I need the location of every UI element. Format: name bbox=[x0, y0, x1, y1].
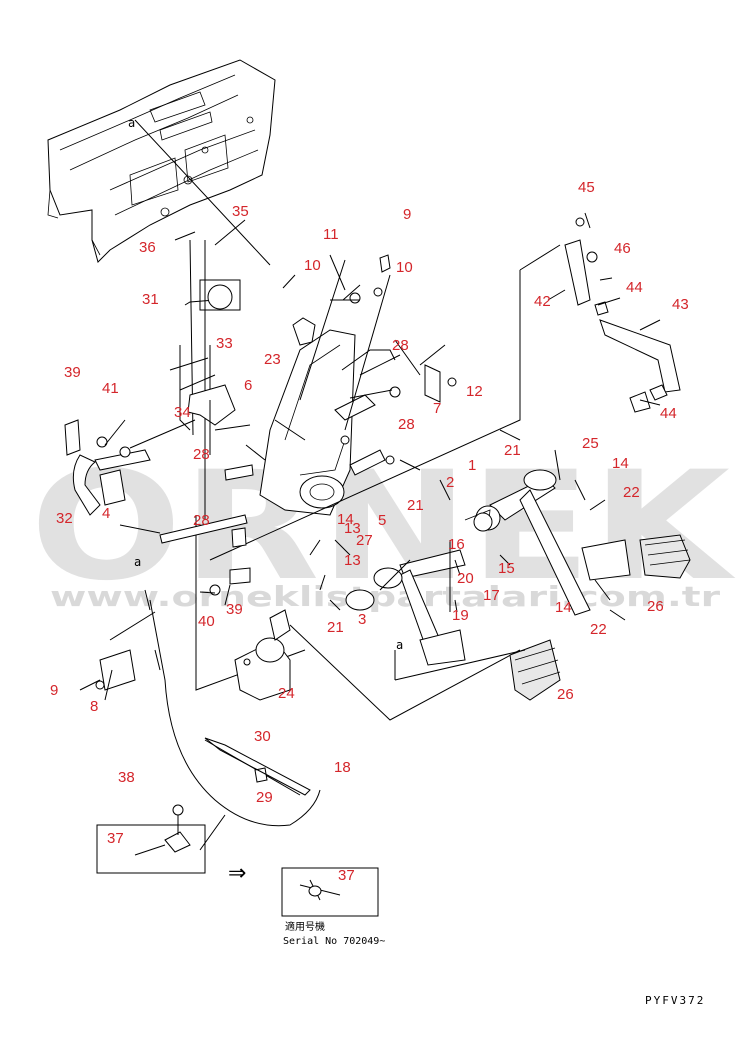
part-number-10-right: 10 bbox=[396, 259, 413, 276]
part-number-15: 15 bbox=[498, 560, 515, 577]
part-number-19: 19 bbox=[452, 607, 469, 624]
part-number-20: 20 bbox=[457, 570, 474, 587]
part-number-32: 32 bbox=[56, 510, 73, 527]
part-number-16: 16 bbox=[448, 536, 465, 553]
serial-note-label: 適用号機 bbox=[285, 920, 325, 933]
part-number-18: 18 bbox=[334, 759, 351, 776]
part-number-9-left: 9 bbox=[50, 682, 58, 699]
part-number-35: 35 bbox=[232, 203, 249, 220]
master-cylinder bbox=[234, 609, 291, 701]
part-number-37-upper: 37 bbox=[107, 830, 124, 847]
part-number-14-right-upper: 14 bbox=[612, 455, 629, 472]
part-number-33: 33 bbox=[216, 335, 233, 352]
part-number-10-left: 10 bbox=[304, 257, 321, 274]
part-number-8: 8 bbox=[90, 698, 98, 715]
part-number-38: 38 bbox=[118, 769, 135, 786]
part-number-39-center: 39 bbox=[226, 601, 243, 618]
clutch-pedal bbox=[345, 509, 561, 701]
part-number-3: 3 bbox=[358, 611, 366, 628]
serial-note-text: Serial No 702049~ bbox=[283, 936, 385, 947]
part-number-28-a: 28 bbox=[392, 337, 409, 354]
part-number-26-lower: 26 bbox=[557, 686, 574, 703]
part-number-46: 46 bbox=[614, 240, 631, 257]
part-number-13-lower: 13 bbox=[344, 552, 361, 569]
assembly-drawing bbox=[47, 59, 691, 917]
pedal-bracket bbox=[259, 254, 457, 516]
part-number-25: 25 bbox=[582, 435, 599, 452]
part-number-12: 12 bbox=[466, 383, 483, 400]
part-number-22-upper: 22 bbox=[623, 484, 640, 501]
part-number-26-right: 26 bbox=[647, 598, 664, 615]
part-number-27: 27 bbox=[356, 532, 373, 549]
part-number-31: 31 bbox=[142, 291, 159, 308]
part-number-44-upper: 44 bbox=[626, 279, 643, 296]
part-number-21-bottom: 21 bbox=[327, 619, 344, 636]
part-number-29: 29 bbox=[256, 789, 273, 806]
part-number-1: 1 bbox=[468, 457, 476, 474]
part-number-17: 17 bbox=[483, 587, 500, 604]
part-number-22-lower: 22 bbox=[590, 621, 607, 638]
part-number-45: 45 bbox=[578, 179, 595, 196]
brake-pedal bbox=[475, 469, 691, 616]
part-number-13-upper: 13 bbox=[344, 520, 361, 537]
callout-letter-a-pedal: a bbox=[396, 638, 403, 652]
part-number-14-right-lower: 14 bbox=[555, 599, 572, 616]
part-number-30: 30 bbox=[254, 728, 271, 745]
part-number-9-top: 9 bbox=[403, 206, 411, 223]
part-number-39-left: 39 bbox=[64, 364, 81, 381]
part-number-41: 41 bbox=[102, 380, 119, 397]
arrow-right-icon: ⇒ bbox=[228, 861, 246, 886]
part-number-11: 11 bbox=[323, 226, 339, 243]
part-number-7: 7 bbox=[433, 400, 441, 417]
part-number-34: 34 bbox=[174, 404, 191, 421]
part-number-21-top: 21 bbox=[504, 442, 521, 459]
floor-frame bbox=[47, 59, 276, 263]
part-number-2: 2 bbox=[446, 474, 454, 491]
part-number-43: 43 bbox=[672, 296, 689, 313]
part-number-24: 24 bbox=[278, 685, 295, 702]
part-number-14-center: 14 bbox=[337, 511, 354, 528]
callout-letter-a-frame: a bbox=[128, 116, 135, 130]
part-number-6: 6 bbox=[244, 377, 252, 394]
part-number-44-lower: 44 bbox=[660, 405, 677, 422]
part-number-28-c: 28 bbox=[193, 446, 210, 463]
part-number-37-lower: 37 bbox=[338, 867, 355, 884]
diagram-code: PYFV372 bbox=[645, 994, 705, 1007]
hose-assembly bbox=[64, 419, 151, 516]
part-number-21-mid: 21 bbox=[407, 497, 424, 514]
callout-letter-a-top: a bbox=[134, 555, 141, 569]
part-number-labels: 1 2 3 4 5 6 7 8 9 9 10 10 11 12 13 13 14… bbox=[50, 179, 689, 884]
part-number-42: 42 bbox=[534, 293, 551, 310]
part-number-36: 36 bbox=[139, 239, 156, 256]
part-number-4: 4 bbox=[102, 505, 110, 522]
part-number-23: 23 bbox=[264, 351, 281, 368]
part-number-28-d: 28 bbox=[193, 512, 210, 529]
lever bbox=[187, 279, 241, 426]
part-number-28-b: 28 bbox=[398, 416, 415, 433]
part-number-40: 40 bbox=[198, 613, 215, 630]
part-number-5: 5 bbox=[378, 512, 386, 529]
